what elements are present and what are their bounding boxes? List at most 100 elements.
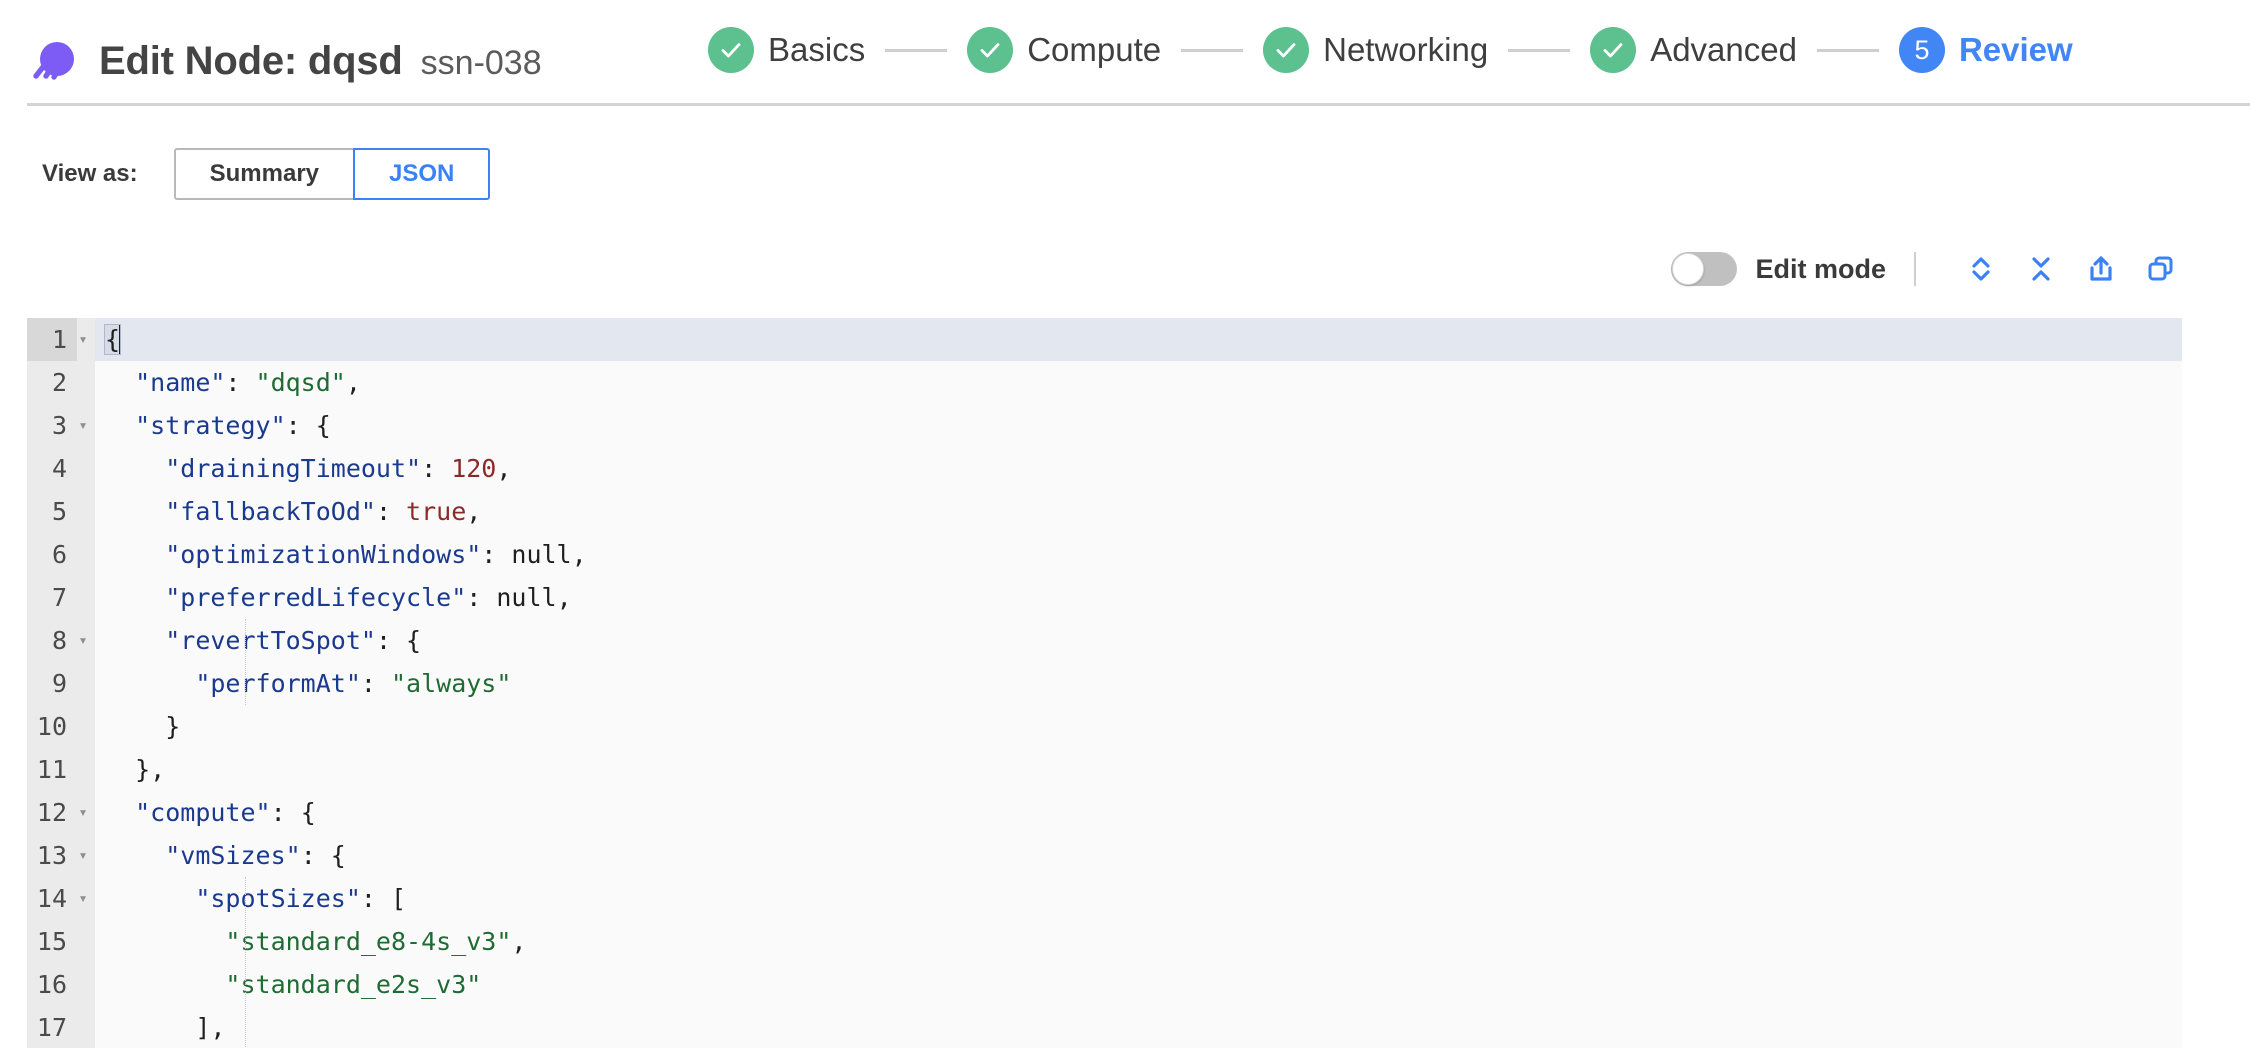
page-title: Edit Node: dqsd [99,38,403,83]
json-comma: , [556,583,572,612]
collapse-all-icon[interactable] [2018,246,2064,292]
text-cursor [119,324,122,354]
json-punct: } [165,712,181,741]
json-punct: ], [195,1013,226,1042]
header-divider [27,103,2250,106]
step-advanced[interactable]: Advanced [1590,27,1797,73]
json-colon: : [300,841,331,870]
step-basics[interactable]: Basics [708,27,865,73]
share-icon[interactable] [2078,246,2124,292]
code-line[interactable]: "strategy": { [95,404,2182,447]
step-connector [885,48,948,52]
copy-icon[interactable] [2138,246,2184,292]
code-line[interactable]: ], [95,1006,2182,1048]
code-line[interactable]: "optimizationWindows": null, [95,533,2182,576]
check-icon [708,27,754,73]
toggle-knob [1672,253,1705,285]
step-connector [1508,48,1571,52]
json-brace: { [103,324,122,355]
code-line[interactable]: { [95,318,2182,361]
code-line[interactable]: "performAt": "always" [95,662,2182,705]
code-line[interactable]: "standard_e8-4s_v3", [95,920,2182,963]
line-number: 12▾ [27,791,88,834]
step-label: Basics [768,31,866,68]
json-key: "revertToSpot" [165,626,376,655]
line-number: 13▾ [27,834,88,877]
brand-block: Edit Node: dqsd ssn-038 [27,36,542,86]
line-number: 15 [36,927,67,956]
json-key: "optimizationWindows" [165,540,482,569]
step-label: Compute [1027,31,1162,68]
json-value: { [300,798,316,827]
code-line[interactable]: "compute": { [95,791,2182,834]
view-as-segmented-control[interactable]: Summary JSON [173,148,491,200]
code-line[interactable]: "preferredLifecycle": null, [95,576,2182,619]
json-colon: : [375,626,407,655]
json-colon: : [375,497,407,526]
fold-toggle-icon[interactable]: ▾ [78,631,88,649]
fold-toggle-icon[interactable]: ▾ [78,803,88,821]
code-line[interactable]: "revertToSpot": { [95,619,2182,662]
json-comma: , [496,454,512,483]
step-label: Review [1958,31,2073,68]
code-area[interactable]: { "name": "dqsd", "strategy": { "drainin… [95,318,2182,1048]
json-punct: }, [135,755,166,784]
fold-toggle-icon[interactable]: ▾ [78,889,88,907]
code-line[interactable]: "standard_e2s_v3" [95,963,2182,1006]
line-number: 17 [36,1013,67,1042]
code-line[interactable]: }, [95,748,2182,791]
json-colon: : [270,798,301,827]
code-line[interactable]: "spotSizes": [ [95,877,2182,920]
fold-toggle-icon[interactable]: ▾ [78,846,88,864]
edit-mode-toggle[interactable] [1671,252,1738,286]
toolbar-divider [1914,252,1916,286]
step-number-badge: 5 [1898,27,1945,73]
json-key: "drainingTimeout" [165,454,422,483]
page-subtitle: ssn-038 [420,43,542,82]
json-value: null [496,583,557,612]
step-label: Networking [1323,31,1489,68]
json-key: "preferredLifecycle" [165,583,467,612]
json-value: "always" [391,669,512,698]
line-number: 5 [51,497,67,526]
indent-guide [245,619,247,705]
line-number: 7 [51,583,67,612]
view-as-summary-button[interactable]: Summary [173,148,356,200]
line-number: 8▾ [27,619,88,662]
step-number: 5 [1914,34,1930,65]
code-line[interactable]: "drainingTimeout": 120, [95,447,2182,490]
line-number: 1▾ [27,318,88,361]
check-icon [967,27,1014,73]
json-comma: , [345,368,361,397]
line-number: 9 [51,669,67,698]
code-line[interactable]: "vmSizes": { [95,834,2182,877]
step-compute[interactable]: Compute [967,27,1161,73]
code-line[interactable]: "fallbackToOd": true, [95,490,2182,533]
fold-toggle-icon[interactable]: ▾ [78,416,88,434]
json-key: "spotSizes" [195,884,361,913]
code-line[interactable]: "name": "dqsd", [95,361,2182,404]
view-as-label: View as: [42,160,138,187]
json-colon: : [225,368,256,397]
json-value: 120 [451,454,497,483]
json-colon: : [360,669,391,698]
view-as-json-button[interactable]: JSON [353,148,491,200]
check-icon [1263,27,1310,73]
step-networking[interactable]: Networking [1263,27,1488,73]
indent-guide [245,877,247,1048]
step-review[interactable]: 5 Review [1898,27,2073,73]
line-number: 14▾ [27,877,88,920]
json-value: null [511,540,572,569]
json-value: "standard_e8-4s_v3" [225,927,512,956]
fold-toggle-icon[interactable]: ▾ [78,330,88,348]
expand-all-icon[interactable] [1958,246,2004,292]
code-line[interactable]: } [95,705,2182,748]
line-number: 4 [51,454,67,483]
json-key: "performAt" [195,669,361,698]
line-number: 11 [36,755,67,784]
line-number: 10 [36,712,67,741]
json-value: { [406,626,422,655]
json-key: "strategy" [135,411,286,440]
